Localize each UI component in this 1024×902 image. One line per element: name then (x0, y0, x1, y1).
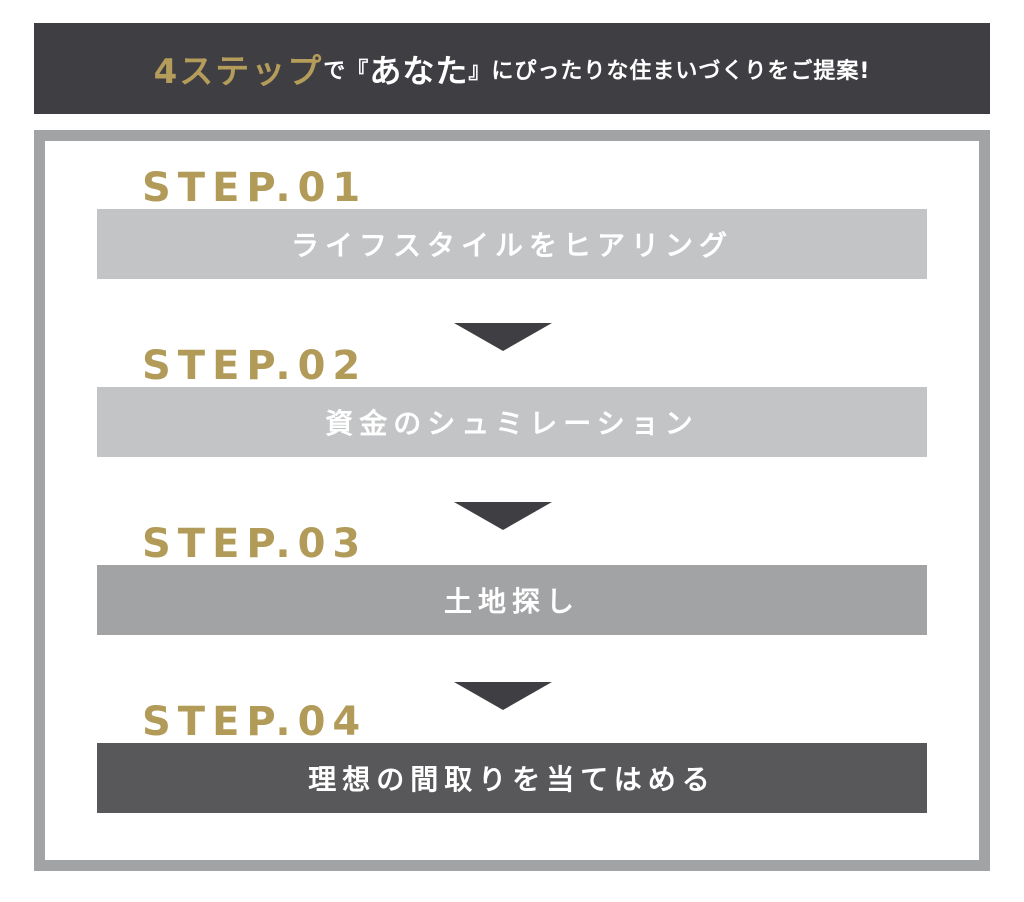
step-01-label: STEP.01 (142, 165, 368, 211)
down-triangle-arrow-icon (454, 323, 552, 351)
step-02-label: STEP.02 (142, 343, 368, 389)
down-triangle-arrow-icon (454, 502, 552, 530)
step-04-bar: 理想の間取りを当てはめる (97, 743, 927, 813)
header-text-part2: 』にぴったりな住まいづくりをご提案! (468, 58, 871, 84)
down-triangle-arrow-icon (454, 682, 552, 710)
header-accent-text: 4ステップ (153, 52, 324, 92)
step-03-bar: 土地探し (97, 565, 927, 635)
step-03-label: STEP.03 (142, 521, 368, 567)
header-banner: 4ステップ で『 あなた 』にぴったりな住まいづくりをご提案! (34, 23, 990, 114)
step-04-label: STEP.04 (142, 699, 368, 745)
step-02-bar: 資金のシュミレーション (97, 387, 927, 457)
header-text-part1: で『 (323, 58, 370, 84)
step-01-bar: ライフスタイルをヒアリング (97, 209, 927, 279)
header-emphasis-text: あなた (369, 51, 469, 90)
